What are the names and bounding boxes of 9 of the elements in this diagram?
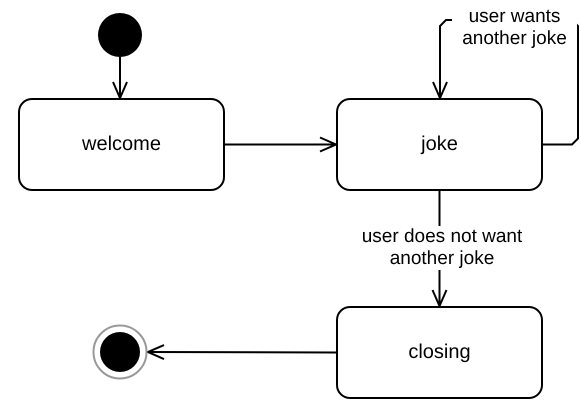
state-name: welcome (82, 133, 161, 156)
transition-arrow (225, 136, 337, 152)
transition-arrow (112, 57, 128, 99)
state-box (18, 98, 225, 191)
transition-arrow (147, 344, 336, 360)
state-name: joke (421, 133, 458, 156)
state-name: closing (408, 341, 471, 364)
state-box (336, 98, 543, 191)
state-box (336, 306, 543, 399)
